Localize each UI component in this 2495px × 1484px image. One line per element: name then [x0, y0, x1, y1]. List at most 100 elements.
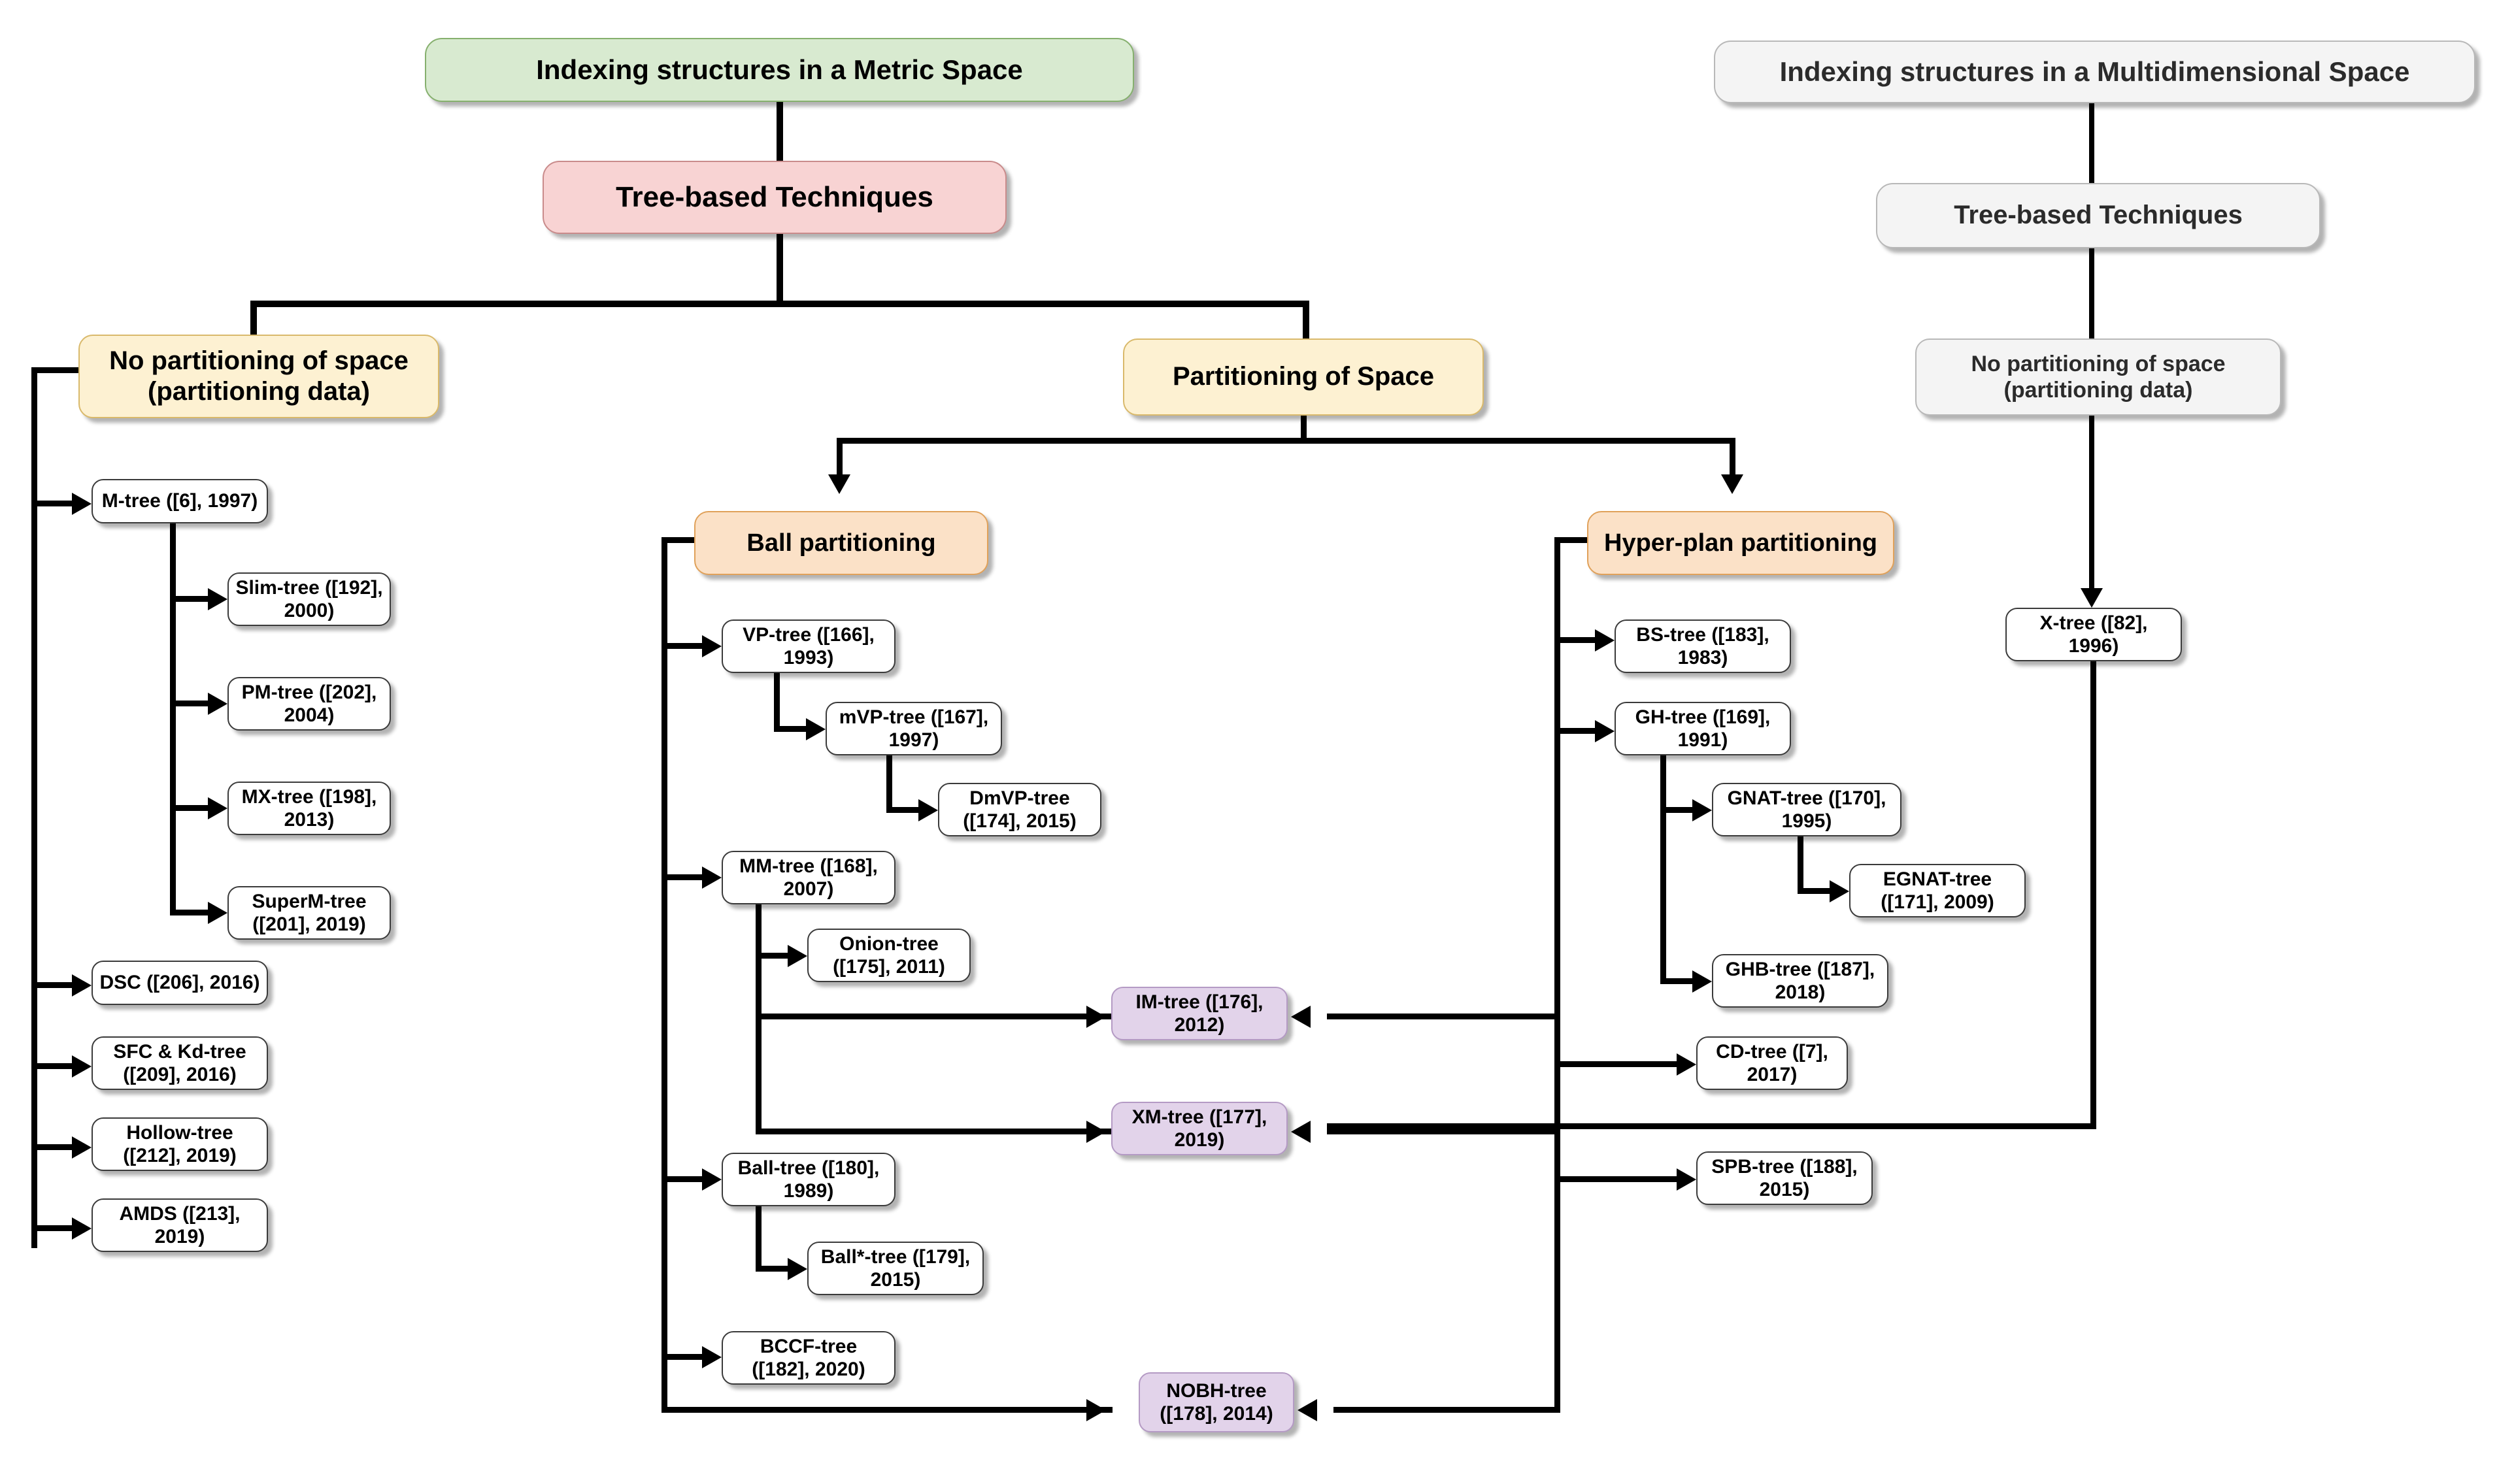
node-dsc: DSC ([206], 2016) [92, 961, 268, 1005]
connector-mm-to-im [756, 1014, 1112, 1019]
connector-split-left-drop [250, 301, 257, 338]
connector-bp-to-nobh [661, 1407, 1113, 1413]
arrowhead-bccf-tree [702, 1346, 722, 1368]
arrowhead-im-tree-left [1086, 1006, 1106, 1028]
node-ball-star-tree: Ball*-tree ([179], 2015) [807, 1242, 984, 1295]
connector-gnat-down [1798, 836, 1803, 894]
arrowhead-ghb-tree [1692, 970, 1712, 993]
node-ghb-tree: GHB-tree ([187], 2018) [1712, 954, 1888, 1008]
node-mm-tree: MM-tree ([168], 2007) [722, 851, 896, 904]
connector-np-to-sfc [37, 1063, 76, 1069]
connector-multidim-root-to-tree [2089, 103, 2094, 183]
node-m-tree: M-tree ([6], 1997) [92, 479, 268, 523]
multidim-no-partitioning: No partitioning of space (partitioning d… [1915, 338, 2281, 416]
connector-pos-left-drop [837, 438, 843, 477]
node-xm-tree: XM-tree ([177], 2019) [1111, 1102, 1288, 1155]
connector-bp-to-bccf [667, 1354, 707, 1360]
arrowhead-mm-tree [702, 866, 722, 889]
multidim-tree-based: Tree-based Techniques [1876, 183, 2320, 248]
no-partitioning-line2: (partitioning data) [148, 377, 370, 406]
arrowhead-dsc [72, 974, 92, 997]
node-slim-tree: Slim-tree ([192], 2000) [227, 572, 391, 626]
connector-mm-spine [756, 904, 762, 1134]
arrowhead-hollow-tree [72, 1136, 92, 1159]
node-egnat-tree: EGNAT-tree ([171], 2009) [1849, 864, 2026, 917]
connector-np-to-mtree [37, 501, 76, 506]
arrowhead-mtree [72, 493, 92, 515]
node-pm-tree: PM-tree ([202], 2004) [227, 677, 391, 731]
connector-pos-horizontal [837, 438, 1735, 444]
arrowhead-gnat-tree [1692, 799, 1712, 821]
arrowhead-slim-tree [208, 588, 227, 610]
connector-metric-root-to-tree [777, 102, 783, 161]
connector-gh-to-ghb [1660, 978, 1697, 984]
node-x-tree: X-tree ([82], 1996) [2005, 608, 2182, 661]
node-mvp-tree: mVP-tree ([167], 1997) [826, 702, 1002, 755]
node-gh-tree: GH-tree ([169], 1991) [1615, 702, 1791, 755]
node-ball-tree: Ball-tree ([180], 1989) [722, 1153, 896, 1206]
connector-vp-to-mvp [774, 726, 811, 732]
node-bccf-tree: BCCF-tree ([182], 2020) [722, 1331, 896, 1385]
connector-bp-spine [661, 537, 667, 1413]
connector-hp-to-cd [1560, 1061, 1681, 1067]
connector-split-right-drop [1303, 301, 1309, 338]
node-sfc-kd-tree: SFC & Kd-tree ([209], 2016) [92, 1036, 268, 1090]
connector-hp-to-gh [1560, 728, 1599, 734]
node-amds: AMDS ([213], 2019) [92, 1198, 268, 1252]
connector-gnat-to-egnat [1798, 888, 1834, 894]
arrowhead-spb-tree [1677, 1168, 1696, 1191]
arrowhead-bs-tree [1595, 629, 1615, 651]
connector-multidim-tree-to-np [2089, 248, 2094, 338]
arrowhead-xm-tree-left [1086, 1121, 1106, 1143]
connector-mtree-to-mx [176, 805, 212, 811]
metric-space-root: Indexing structures in a Metric Space [425, 38, 1134, 102]
connector-np-to-hollow [37, 1144, 76, 1150]
node-onion-tree: Onion-tree ([175], 2011) [807, 929, 971, 982]
arrowhead-vp-tree [702, 635, 722, 657]
connector-mvp-to-dmvp [886, 807, 923, 813]
metric-partitioning-of-space: Partitioning of Space [1123, 338, 1484, 416]
connector-hp-to-im [1327, 1014, 1557, 1019]
metric-ball-partitioning: Ball partitioning [694, 511, 988, 575]
connector-bp-to-ball [667, 1176, 707, 1182]
arrowhead-ball-star-tree [788, 1258, 807, 1280]
arrowhead-amds [72, 1217, 92, 1240]
connector-mtree-to-slim [176, 596, 212, 602]
arrowhead-ball-partitioning [828, 474, 850, 494]
node-superm-tree: SuperM-tree ([201], 2019) [227, 886, 391, 940]
connector-np-spine [31, 367, 37, 1248]
metric-hyperplan-partitioning: Hyper-plan partitioning [1587, 511, 1894, 575]
connector-multidim-np-to-xtree [2089, 416, 2094, 596]
node-dmvp-tree: DmVP-tree ([174], 2015) [938, 783, 1101, 836]
no-partitioning-line1: No partitioning of space [109, 346, 409, 375]
connector-mtree-to-superm [176, 910, 212, 915]
connector-xtree-to-xm [1327, 1123, 2096, 1129]
connector-mm-to-xm [756, 1129, 1112, 1134]
connector-ball-to-ballstar [756, 1266, 792, 1272]
arrowhead-nobh-tree-left [1086, 1399, 1106, 1421]
connector-ball-down [756, 1206, 762, 1272]
arrowhead-hyperplan-partitioning [1721, 474, 1743, 494]
connector-xtree-drop [2090, 661, 2096, 1129]
connector-pos-down [1301, 416, 1307, 443]
connector-mtree-to-pm [176, 701, 212, 706]
connector-hp-to-bs [1560, 637, 1599, 643]
metric-tree-based: Tree-based Techniques [543, 161, 1007, 234]
arrowhead-cd-tree [1677, 1053, 1696, 1076]
connector-bp-spine-top [661, 537, 701, 543]
arrowhead-ball-tree [702, 1168, 722, 1191]
connector-np-to-dsc [37, 982, 76, 988]
arrowhead-im-tree-right [1291, 1006, 1311, 1028]
node-bs-tree: BS-tree ([183], 1983) [1615, 619, 1791, 673]
connector-gh-to-gnat [1660, 807, 1697, 813]
node-hollow-tree: Hollow-tree ([212], 2019) [92, 1117, 268, 1171]
connector-pos-right-drop [1730, 438, 1735, 477]
node-cd-tree: CD-tree ([7], 2017) [1696, 1036, 1848, 1090]
connector-hp-to-nobh [1333, 1407, 1560, 1413]
arrowhead-dmvp-tree [918, 799, 938, 821]
connector-hp-spine-top [1554, 537, 1594, 543]
arrowhead-gh-tree [1595, 720, 1615, 742]
arrowhead-egnat-tree [1830, 880, 1849, 902]
connector-mm-to-onion [756, 953, 792, 959]
